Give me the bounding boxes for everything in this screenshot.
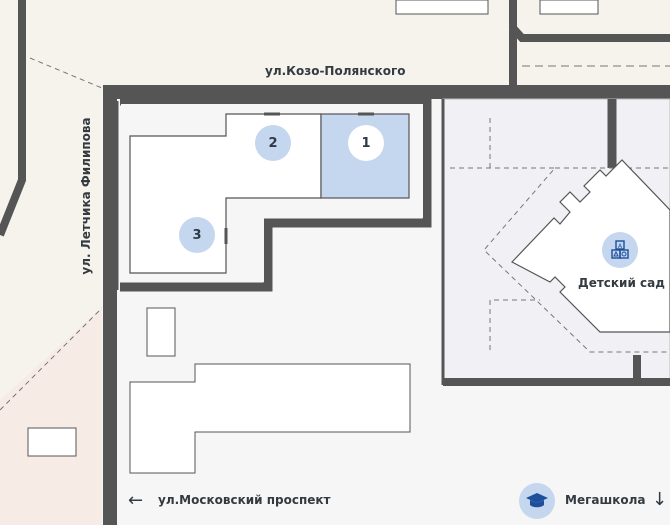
kindergarten-building (511, 159, 670, 333)
road (509, 0, 670, 42)
section-marker-2[interactable]: 2 (255, 125, 291, 161)
toy-blocks-icon[interactable]: A (602, 232, 638, 268)
toy-blocks-icon: A (611, 240, 629, 259)
left-arrow-icon: ← (128, 490, 144, 511)
graduation-cap-icon (526, 493, 548, 508)
road (0, 0, 26, 237)
building-outline (27, 427, 77, 457)
street-label-bottom: ул.Московский проспект (158, 493, 331, 507)
building-outline (539, 0, 599, 15)
section-marker-1[interactable]: 1 (348, 125, 384, 161)
dashed-boundary (450, 167, 670, 353)
street-label-top: ул.Козо-Полянского (265, 64, 406, 78)
building-outline (395, 0, 489, 15)
dashed-boundary (29, 57, 103, 89)
svg-text:A: A (618, 243, 623, 250)
street-label-left: ул. Летчика Филипова (79, 117, 93, 275)
pink-zone (0, 300, 110, 525)
graduation-cap-icon[interactable] (519, 483, 555, 519)
kindergarten-label: Детский сад (578, 276, 665, 290)
school-label: Мегашкола (565, 493, 646, 507)
dashed-boundary (0, 307, 103, 411)
dashed-boundary (489, 299, 540, 350)
section-marker-3[interactable]: 3 (179, 217, 215, 253)
building-outline (146, 307, 176, 357)
courtyard-wall (120, 96, 432, 292)
road (103, 85, 670, 525)
down-arrow-icon: ↓ (652, 489, 668, 510)
building-outline (129, 363, 411, 474)
